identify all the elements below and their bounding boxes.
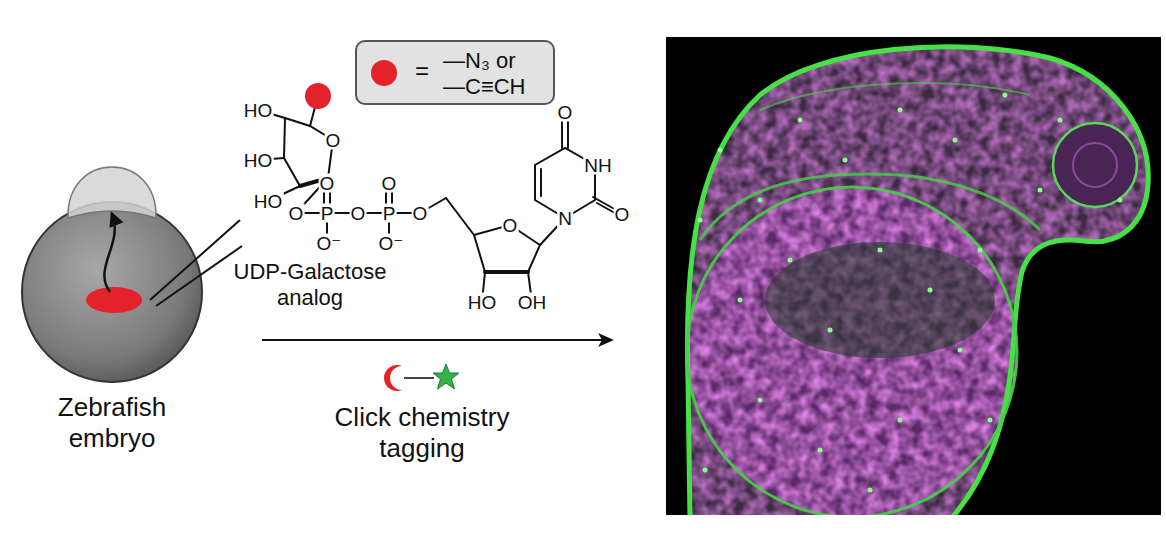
atom-label: HO — [253, 192, 284, 211]
legend-swatch — [371, 60, 397, 86]
atom-label: O — [412, 204, 429, 223]
atom-label: O — [288, 204, 305, 223]
embryo-drawing — [22, 167, 242, 382]
atom-label: HO — [467, 293, 498, 312]
atom-label: N — [557, 209, 573, 228]
embryo-caption: Zebrafish embryo — [37, 392, 187, 454]
microscopy-image — [666, 37, 1161, 515]
atom-label: P — [320, 204, 335, 223]
step-caption: Click chemistry tagging — [302, 402, 542, 464]
atom-label: HO — [243, 151, 274, 170]
atom-label: O — [557, 103, 574, 122]
atom-label: O — [350, 204, 367, 223]
azide-alkyne-mark — [305, 83, 331, 109]
molecule-caption: UDP-Galactose analog — [222, 259, 398, 312]
click-tag-icon — [384, 364, 459, 391]
atom-label: O — [381, 174, 398, 193]
atom-label: O — [502, 216, 519, 235]
atom-label: O — [319, 174, 336, 193]
legend-box: —N₃ or —C≡CH — [355, 40, 555, 105]
atom-label: HO — [243, 101, 274, 120]
atom-label: O⁻ — [378, 234, 405, 253]
legend-swatch-frame — [369, 58, 399, 88]
atom-label: OH — [517, 293, 548, 312]
atom-label: O⁻ — [316, 234, 343, 253]
atom-label: NH — [583, 156, 612, 175]
atom-label: P — [382, 204, 397, 223]
legend-text: —N₃ or —C≡CH — [443, 48, 543, 101]
atom-label: O — [614, 205, 631, 224]
equals-sign: = — [414, 59, 430, 83]
reaction-arrow — [262, 333, 614, 347]
atom-label: O — [325, 131, 342, 150]
